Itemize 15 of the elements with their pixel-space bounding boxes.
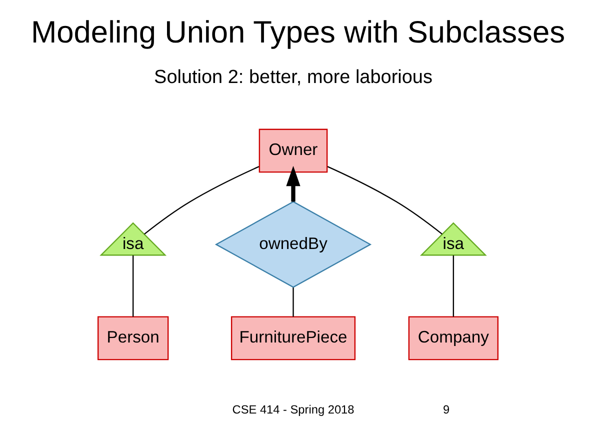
- connector: [132, 255, 134, 317]
- node-box: Person: [97, 316, 168, 360]
- label: Solution 2: better, more laborious: [154, 66, 432, 88]
- connector: [452, 255, 454, 317]
- connector: [144, 166, 259, 234]
- label: 9: [442, 402, 450, 417]
- connector: [292, 288, 294, 317]
- node-diamond: ownedBy: [214, 201, 372, 288]
- node-box: Company: [408, 316, 498, 360]
- node-box: FurniturePiece: [230, 316, 356, 360]
- arrow: [286, 166, 300, 202]
- node-box: Owner: [258, 128, 328, 173]
- connector: [326, 166, 442, 234]
- label: CSE 414 - Spring 2018: [232, 402, 354, 417]
- diagram-title: Modeling Union Types with Subclasses: [30, 14, 565, 50]
